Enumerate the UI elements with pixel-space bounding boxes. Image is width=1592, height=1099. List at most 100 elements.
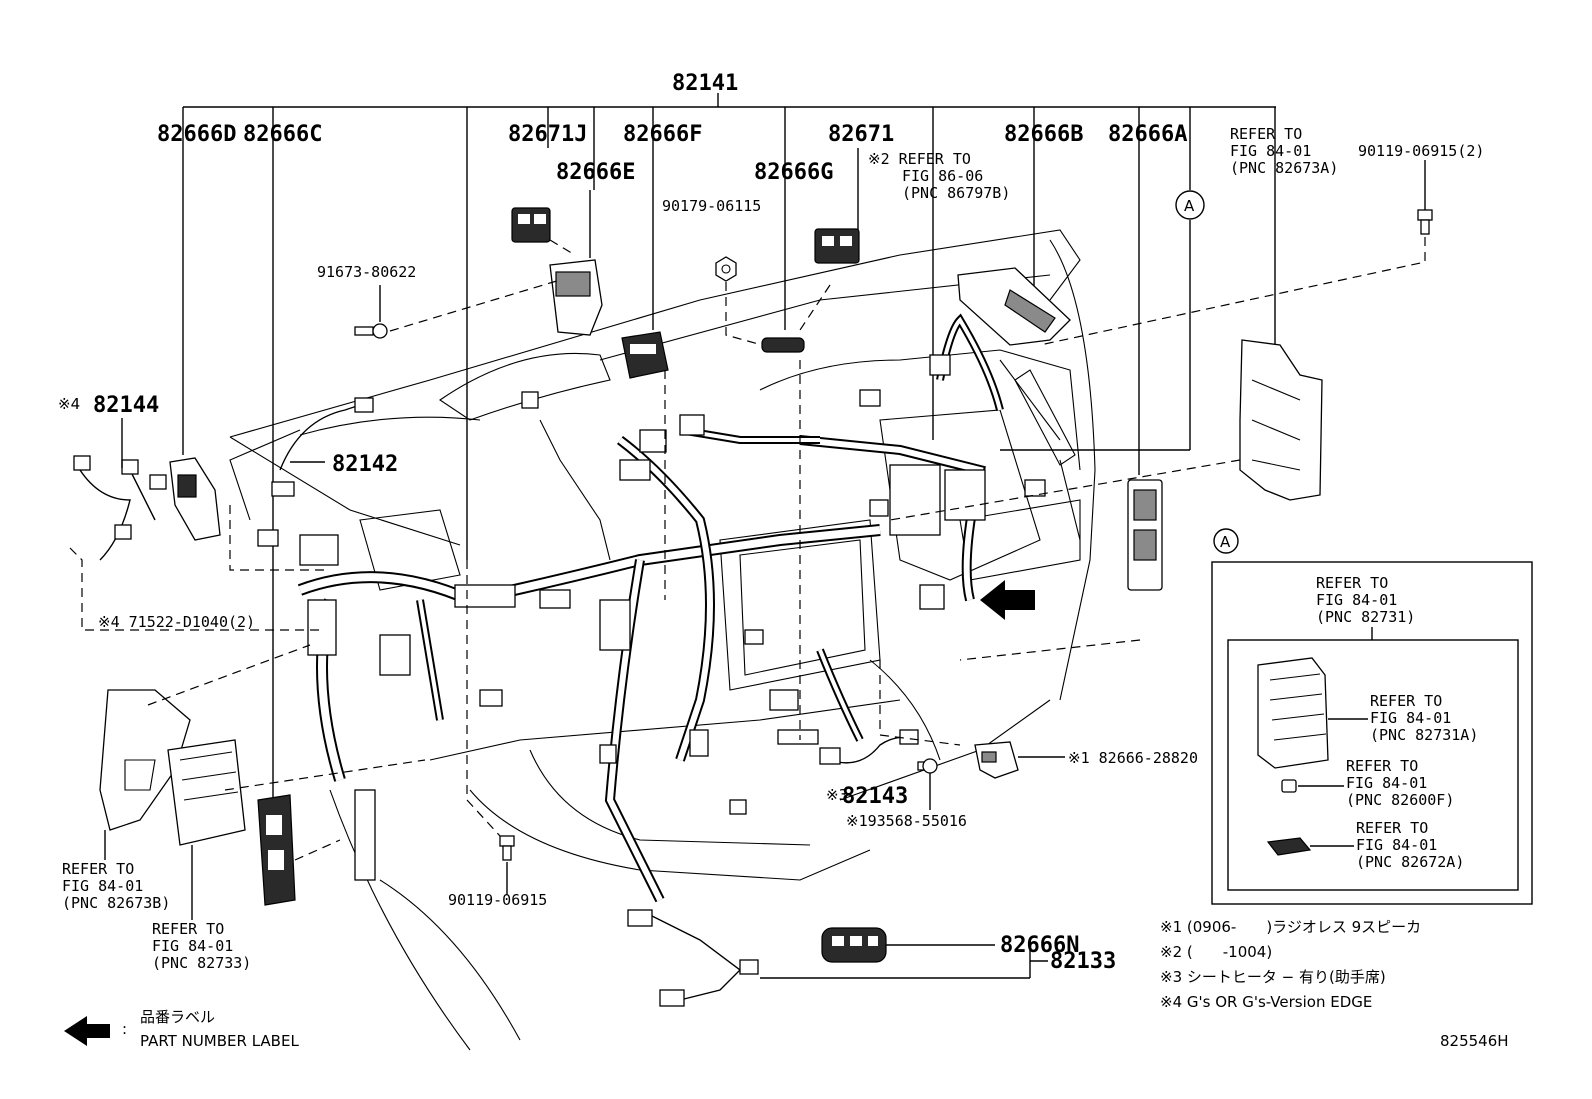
harness-82143-icon <box>819 729 919 765</box>
part-label-82666-28820[interactable]: ※1 82666-28820 <box>1068 749 1198 767</box>
refer-82673B[interactable]: REFER TO FIG 84-01 (PNC 82673B) <box>62 860 170 912</box>
part-82672a-icon[interactable] <box>1266 837 1312 856</box>
svg-text:(PNC 82731): (PNC 82731) <box>1316 608 1415 626</box>
part-82143-mark: ※3 <box>826 786 848 804</box>
part-label-82666A[interactable]: 82666A <box>1108 122 1187 147</box>
part-label-82144[interactable]: 82144 <box>93 393 159 418</box>
svg-text:(PNC 82733): (PNC 82733) <box>152 954 251 972</box>
svg-text:(PNC 82673B): (PNC 82673B) <box>62 894 170 912</box>
part-label-82666D[interactable]: 82666D <box>157 122 236 147</box>
footnote-3: ※3 シートヒータ − 有り(助手席) <box>1160 968 1386 986</box>
part-82600f-icon[interactable] <box>1281 779 1297 793</box>
part-label-82666G[interactable]: 82666G <box>754 160 833 185</box>
footnotes: ※1 (0906- )ラジオレス 9スピーカ ※2 ( -1004) ※3 シー… <box>1160 918 1421 1011</box>
part-82666c-icon[interactable] <box>257 794 296 906</box>
harness-82133-icon <box>627 909 759 1007</box>
bolt-90119-06915-2-icon[interactable] <box>1417 209 1433 235</box>
bracket-82673a-icon[interactable] <box>1239 339 1323 501</box>
svg-text:REFER TO: REFER TO <box>152 920 224 938</box>
diagram-id: 825546H <box>1440 1032 1509 1050</box>
nut-90179-06115-icon[interactable] <box>715 256 737 282</box>
harness-82144-icon <box>73 455 167 561</box>
svg-text:(PNC 82731A): (PNC 82731A) <box>1370 726 1478 744</box>
part-label-71522-d1040[interactable]: ※4 71522-D1040(2) <box>98 613 255 631</box>
part-82666e-icon[interactable] <box>549 259 603 336</box>
detail-a-label: A <box>1220 533 1231 551</box>
legend: : 品番ラベル PART NUMBER LABEL <box>64 1008 299 1050</box>
bolt-90119-06915-icon[interactable] <box>499 835 515 861</box>
part-label-82142[interactable]: 82142 <box>332 452 398 477</box>
module-82731a-icon[interactable] <box>1257 657 1329 769</box>
footnote-4: ※4 G's OR G's-Version EDGE <box>1160 993 1372 1011</box>
dash-82671j <box>549 239 576 256</box>
dashed-leaders <box>69 284 1241 861</box>
refer-82600F[interactable]: REFER TO FIG 84-01 (PNC 82600F) <box>1346 757 1454 809</box>
svg-text:FIG 84-01: FIG 84-01 <box>152 937 233 955</box>
ecu-82733-icon[interactable] <box>167 739 246 846</box>
svg-text:FIG 84-01: FIG 84-01 <box>1370 709 1451 727</box>
part-82666g-icon[interactable] <box>761 337 805 353</box>
part-82666-28820-icon[interactable] <box>974 741 1019 779</box>
part-label-90179-06115[interactable]: 90179-06115 <box>662 197 761 215</box>
detail-a-box <box>1211 561 1533 905</box>
detail-a-inner-box <box>1227 639 1519 891</box>
part-82671j-icon[interactable] <box>511 207 551 243</box>
detail-marker-a-text: A <box>1184 197 1195 215</box>
part-label-82671[interactable]: 82671 <box>828 122 894 147</box>
svg-text:(PNC 82672A): (PNC 82672A) <box>1356 853 1464 871</box>
footnote-1: ※1 (0906- )ラジオレス 9スピーカ <box>1160 918 1421 936</box>
svg-text:REFER TO: REFER TO <box>1346 757 1418 775</box>
dash-90179 <box>725 282 763 346</box>
part-82666n-icon[interactable] <box>821 927 887 963</box>
part-label-82666B[interactable]: 82666B <box>1004 122 1083 147</box>
part-label-93568-55016[interactable]: ※193568-55016 <box>846 812 967 830</box>
part-label-82143[interactable]: 82143 <box>842 784 908 809</box>
part-label-90119-06915[interactable]: 90119-06915 <box>448 891 547 909</box>
part-82666a-icon[interactable] <box>1127 479 1163 591</box>
part-label-82666C[interactable]: 82666C <box>243 122 322 147</box>
detail-marker-a[interactable] <box>1175 190 1205 220</box>
part-82671-icon[interactable] <box>814 228 860 264</box>
svg-text:REFER TO: REFER TO <box>1356 819 1428 837</box>
part-label-82666F[interactable]: 82666F <box>623 122 702 147</box>
refer-82673A[interactable]: REFER TO FIG 84-01 (PNC 82673A) <box>1230 125 1338 177</box>
svg-text:FIG 84-01: FIG 84-01 <box>1346 774 1427 792</box>
part-82666d-icon[interactable] <box>169 457 221 541</box>
refer-82731[interactable]: REFER TO FIG 84-01 (PNC 82731) <box>1316 574 1415 626</box>
part-82666b-icon[interactable] <box>957 267 1071 346</box>
bracket-82673b-icon[interactable] <box>99 689 191 831</box>
legend-arrow-icon <box>64 1016 110 1046</box>
svg-text:REFER TO: REFER TO <box>1230 125 1302 143</box>
refer-82731A[interactable]: REFER TO FIG 84-01 (PNC 82731A) <box>1370 692 1478 744</box>
svg-text:(PNC 82673A): (PNC 82673A) <box>1230 159 1338 177</box>
detail-a-circle <box>1213 528 1239 554</box>
refer-86-06[interactable]: ※2 REFER TO FIG 86-06 (PNC 86797B) <box>868 150 1010 202</box>
svg-text:※2 REFER TO: ※2 REFER TO <box>868 150 971 168</box>
svg-text:REFER TO: REFER TO <box>1370 692 1442 710</box>
svg-text:FIG 86-06: FIG 86-06 <box>902 167 983 185</box>
svg-text:FIG 84-01: FIG 84-01 <box>62 877 143 895</box>
part-label-82666E[interactable]: 82666E <box>556 160 635 185</box>
bolt-91673-80622-icon[interactable] <box>354 323 388 339</box>
part-82666f-icon[interactable] <box>621 331 669 379</box>
footnote-2: ※2 ( -1004) <box>1160 943 1272 961</box>
dash-90119-bottom-b <box>466 799 501 837</box>
legend-label-jp: 品番ラベル <box>140 1008 215 1026</box>
harness-82142-icon <box>257 397 374 547</box>
svg-text:(PNC 82600F): (PNC 82600F) <box>1346 791 1454 809</box>
refer-82733[interactable]: REFER TO FIG 84-01 (PNC 82733) <box>152 920 251 972</box>
part-label-91673-80622[interactable]: 91673-80622 <box>317 263 416 281</box>
part-label-82141[interactable]: 82141 <box>672 71 738 96</box>
bolt-93568-55016-icon[interactable] <box>917 758 938 774</box>
refer-82672A[interactable]: REFER TO FIG 84-01 (PNC 82672A) <box>1356 819 1464 871</box>
part-label-90119-06915-2[interactable]: 90119-06915(2) <box>1358 142 1484 160</box>
dash-91673 <box>389 279 561 332</box>
part-label-82133[interactable]: 82133 <box>1050 949 1116 974</box>
bracket-82133 <box>1029 945 1048 978</box>
leader-lines <box>182 107 1426 800</box>
svg-text:FIG 84-01: FIG 84-01 <box>1356 836 1437 854</box>
part-label-82666N[interactable]: 82666N <box>1000 933 1079 958</box>
label-arrow-icon <box>980 580 1035 620</box>
legend-label-en: PART NUMBER LABEL <box>140 1032 299 1050</box>
